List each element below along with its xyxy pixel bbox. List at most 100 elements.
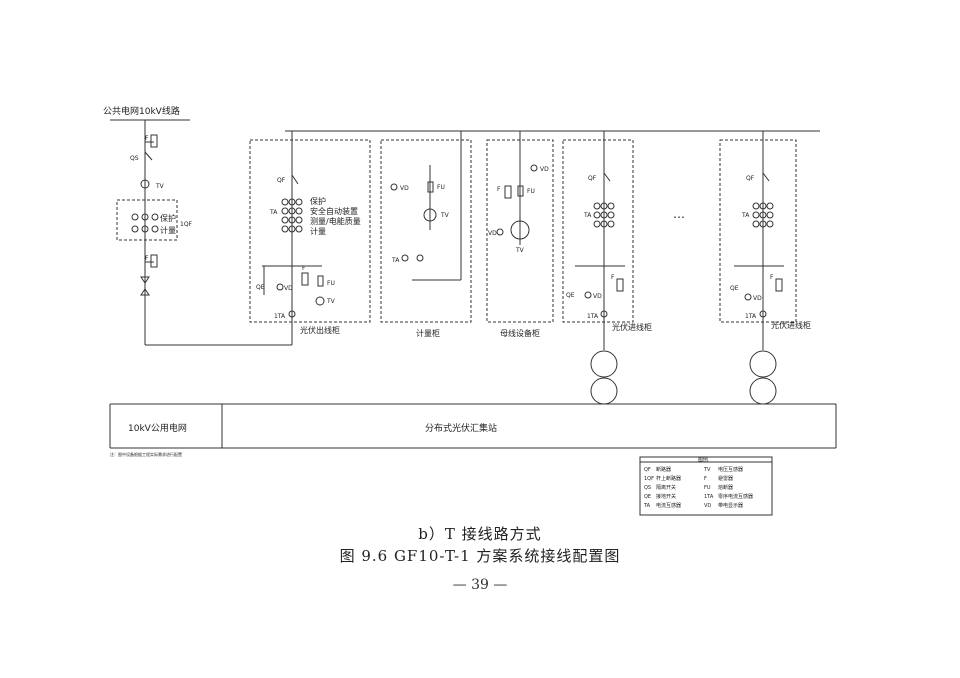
voltage-transformer-icon	[315, 296, 325, 306]
current-transformer-icon	[416, 254, 424, 262]
label-qs: QS	[130, 155, 139, 162]
label-fu-2: FU	[437, 184, 445, 191]
label-fu-1: FU	[327, 280, 335, 287]
legend-row-name: 电压互感器	[718, 466, 743, 473]
legend-row-code: TV	[703, 467, 711, 473]
arrester-icon	[775, 278, 783, 292]
label-ta-4: TA	[741, 212, 750, 219]
legend-row-name: 杆上断路器	[656, 475, 681, 482]
cabinet-metering-label: 计量柜	[416, 328, 440, 338]
label-tv-4: TV	[515, 247, 525, 254]
transformer-icon	[749, 350, 777, 378]
label-ta-1: TA	[269, 209, 278, 216]
legend-box	[639, 456, 773, 516]
label-vd-6: VD	[753, 295, 762, 302]
label-1ta-3: 1TA	[745, 313, 757, 320]
live-indicator-icon	[744, 293, 752, 301]
legend-row-name: 电流互感器	[656, 502, 681, 509]
box2-line-2: 安全自动装置	[310, 206, 358, 216]
ct-group-icon	[281, 198, 303, 233]
legend-row-code: 1QF	[644, 476, 654, 482]
fuse-icon	[517, 185, 524, 197]
live-indicator-icon	[276, 283, 284, 291]
voltage-transformer-icon	[423, 208, 437, 222]
legend-row-code: FU	[704, 485, 711, 491]
isolating-switch-icon	[144, 151, 153, 161]
transformer-icon	[749, 377, 777, 405]
label-vd-3: VD	[540, 166, 549, 173]
live-indicator-icon	[390, 183, 398, 191]
legend-row-code: VD	[704, 503, 711, 509]
label-qf-1: QF	[277, 177, 286, 184]
cabinet-incoming-1-label: 光伏进线柜	[612, 322, 652, 332]
breaker-icon	[603, 172, 611, 182]
label-vd-2: VD	[400, 185, 409, 192]
legend-row-code: QE	[644, 494, 651, 500]
box1-line-1: 保护	[160, 213, 176, 223]
breaker-icon	[762, 172, 770, 182]
legend-row-code: QF	[644, 467, 651, 473]
transformer-icon	[590, 350, 618, 378]
live-indicator-icon	[584, 291, 592, 299]
fuse-icon	[427, 181, 434, 193]
figure-caption: 图 9.6 GF10-T-1 方案系统接线配置图	[339, 547, 621, 565]
label-vd-4: VD	[488, 230, 497, 237]
band-right-label: 分布式光伏汇集站	[425, 422, 497, 434]
legend-row-code: F	[704, 476, 707, 482]
ellipsis: …	[673, 207, 685, 221]
zero-sequence-ct-icon	[288, 310, 296, 318]
arrester-icon	[301, 272, 309, 286]
page-number: — 39 —	[452, 577, 508, 593]
legend-title: 图例	[698, 456, 708, 463]
label-ta-3: TA	[583, 212, 592, 219]
label-1qf: 1QF	[180, 221, 193, 228]
transformer-icon	[590, 377, 618, 405]
label-qe-3: QE	[730, 285, 739, 292]
zero-sequence-ct-icon	[600, 310, 608, 318]
label-f-1: F	[145, 135, 149, 142]
arrester-icon	[504, 185, 512, 199]
cabinet-bus-pt-label: 母线设备柜	[500, 328, 540, 338]
ct-group-icon	[593, 202, 615, 228]
fuse-icon	[317, 275, 324, 287]
legend-row-name: 零序电流互感器	[718, 493, 753, 500]
legend-row-code: QS	[644, 485, 651, 491]
arrester-icon	[150, 134, 158, 148]
box2-line-3: 测量/电能质量	[310, 216, 361, 226]
figure-subcaption: b）T 接线路方式	[418, 525, 542, 543]
label-1ta-2: 1TA	[587, 313, 599, 320]
label-qe-2: QE	[566, 292, 575, 299]
band-left-label: 10kV公用电网	[128, 422, 187, 434]
legend-row-name: 熔断器	[718, 484, 733, 491]
cabinet-outgoing	[249, 139, 371, 323]
cabinet-metering	[380, 139, 472, 323]
label-f-2: F	[145, 255, 149, 262]
label-f-5: F	[611, 274, 615, 281]
note-text: 注：图中设备根据工程实际需求进行配置	[110, 451, 182, 457]
cabinet-outgoing-label: 光伏出线柜	[300, 325, 340, 335]
label-qe-1: QE	[256, 284, 265, 291]
pole-breaker-box	[116, 199, 178, 241]
zero-sequence-ct-icon	[759, 310, 767, 318]
label-qf-2: QF	[588, 175, 597, 182]
legend-row-code: 1TA	[704, 494, 714, 500]
box2-line-4: 计量	[310, 226, 326, 236]
box1-line-2: 计量	[160, 225, 176, 235]
cabinet-incoming-2	[719, 139, 797, 323]
box2-line-1: 保护	[310, 196, 326, 206]
cable-head-icon	[140, 288, 150, 296]
legend-row-name: 隔离开关	[656, 484, 676, 491]
label-tv-3: TV	[440, 212, 450, 219]
label-1ta-1: 1TA	[274, 313, 286, 320]
label-tv-2: TV	[326, 298, 336, 305]
voltage-transformer-icon	[140, 179, 150, 189]
legend-row-name: 避雷器	[718, 475, 733, 482]
live-indicator-icon	[496, 228, 504, 236]
arrester-icon	[616, 278, 624, 292]
grid-line-label: 公共电网10kV线路	[103, 105, 180, 117]
label-qf-3: QF	[746, 175, 755, 182]
legend-row-name: 带电显示器	[718, 502, 743, 509]
label-vd-1: VD	[284, 285, 293, 292]
current-transformer-icon	[401, 254, 409, 262]
